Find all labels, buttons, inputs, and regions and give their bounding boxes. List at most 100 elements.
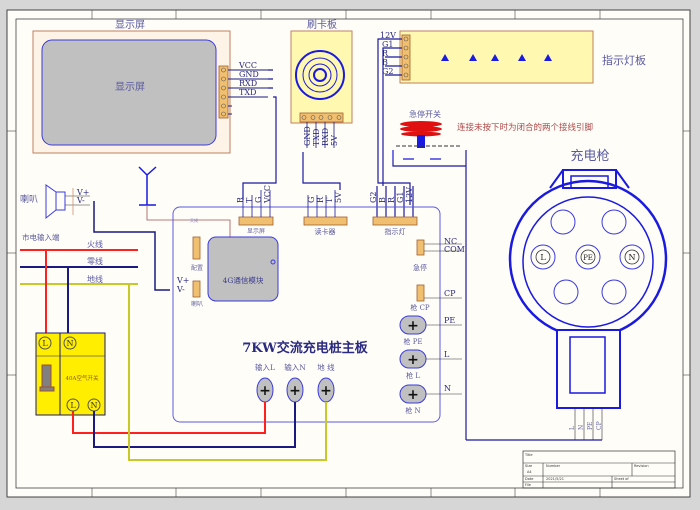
indicator-pin-12v: 12V [380,31,396,40]
display-label: 显示屏 [115,81,145,93]
speaker-conn-label: 喇叭 [191,300,203,308]
gun-pin-pe: PE [583,254,593,262]
gun-wire-cp: CP [596,421,603,430]
breaker-top-l: L [42,339,48,348]
estop-wire [392,150,467,440]
display-wire [242,69,277,200]
led-icons [441,54,552,61]
live-wire [72,402,266,434]
gun-wire-pe: PE [587,422,594,430]
svg-text:+: + [407,352,419,368]
board-reader-pin-t: T [325,197,334,203]
gun-n-label: 枪 N [405,406,420,415]
n-pin: N [444,384,451,393]
estop-pin-com: COM [444,245,465,254]
earth-label: 地线 [87,274,103,284]
display-pin-rxd: RXD [239,79,257,88]
breaker-bottom-n: N [91,401,98,410]
speaker-label: 喇叭 [20,193,38,205]
indicator-pin-r: R [382,49,389,58]
breaker-top-n: N [67,339,74,348]
reader-pin-5v: 5V [330,135,339,146]
title-block: Title Size A4 Number Revision Date 2021/… [522,450,676,489]
board-ind-pin-r: R [387,196,396,203]
board-speaker-vplus: V+ [176,276,189,285]
svg-text:+: + [407,318,419,334]
input-terminals: + + + [256,377,335,403]
emergency-stop-switch: 急停开关 连接未按下时为闭合的两个接线引脚 [392,109,593,160]
indicator-pin-g2: G2 [382,67,393,76]
speaker-pin-vminus: V- [76,196,85,205]
tb-title: Title [524,453,533,457]
tb-revision: Revision [634,464,649,468]
4g-module-label: 4G通信模块 [223,275,264,285]
board-display-pin-t: T [245,197,254,203]
config-conn-label: 配置 [191,265,203,272]
pe-pin: PE [444,316,455,325]
air-circuit-breaker: L N L N 40A空气开关 [35,332,106,416]
gun-wire-l: L [569,426,576,430]
display-screen: 显示屏 显示屏 VCC GND RXD TXD [32,19,268,154]
board-display-pin-g: G [254,197,263,203]
antenna-port-label: 天线 [190,217,198,223]
board-ind-pin-g2: G2 [369,192,378,203]
reader-pin-txd: TXD [312,129,321,146]
indicator-conn-label: 指示灯 [385,227,406,236]
indicator-light-board: 12V G1 R B G2 指示灯板 [380,30,646,84]
estop-pin-nc: NC [444,237,457,246]
indicator-board-title: 指示灯板 [602,53,646,67]
indicator-pin-b: B [382,58,388,67]
card-reader-title: 刷卡板 [307,18,337,31]
cp-pin: CP [444,289,456,298]
board-reader-pin-5v: 5V [334,192,343,203]
gun-pe-label: 枪 PE [403,337,422,346]
display-pin-vcc: VCC [238,61,257,70]
reader-wire [302,152,341,190]
antenna-icon [138,166,157,206]
estop-note: 连接未按下时为闭合的两个接线引脚 [457,122,593,133]
board-speaker-vminus: V- [176,285,185,294]
board-ind-pin-12v: 12V [405,187,414,203]
tb-sheet: Sheet of [614,477,629,481]
tb-number: Number [546,464,561,468]
tb-date: Date [525,477,533,481]
earth-input-label: 地 线 [317,362,335,372]
tb-size-value: A4 [527,470,532,474]
estop-title: 急停开关 [409,109,441,119]
board-ind-pin-b: B [378,197,387,203]
gun-title: 充电枪 [570,148,609,164]
speaker-pin-vplus: V+ [76,188,89,197]
display-pin-txd: TXD [239,88,256,97]
gun-pin-l: L [540,253,546,262]
speaker-wire [93,201,170,291]
svg-text:+: + [289,383,301,399]
earth-wire [128,284,327,461]
breaker-bottom-l: L [70,401,76,410]
board-reader-pin-r: R [316,196,325,203]
l-pin: L [444,350,450,359]
mains-label: 市电输入端 [22,232,60,242]
speaker: 喇叭 V+ V- [20,184,90,220]
input-l-label: 输入L [255,362,275,372]
zone-ticks [7,10,690,497]
display-pin-gnd: GND [239,70,259,79]
display-title: 显示屏 [115,19,145,31]
output-terminals: + + + [399,315,427,404]
board-display-pin-vcc: VCC [263,185,272,204]
estop-conn-label: 急停 [413,263,427,272]
display-connector [218,65,229,119]
indicator-wires [376,38,414,217]
gun-l-label: 枪 L [406,371,420,380]
tb-file: File [525,483,531,487]
mains-input: 市电输入端 火线 零线 地线 [20,232,138,336]
charging-gun: 充电枪 L PE N L N PE CP [508,148,668,440]
card-reader-board: 刷卡板 GND TXD RXD 5V [290,18,353,148]
cp-conn-label: 枪 CP [410,303,430,312]
display-conn-label: 显示屏 [247,228,265,235]
indicator-pin-g1: G1 [382,40,393,49]
svg-text:+: + [407,387,419,403]
reader-conn-label: 读卡器 [315,227,336,236]
board-title: 7KW交流充电桩主板 [242,340,368,356]
breaker-label: 40A空气开关 [66,374,99,382]
